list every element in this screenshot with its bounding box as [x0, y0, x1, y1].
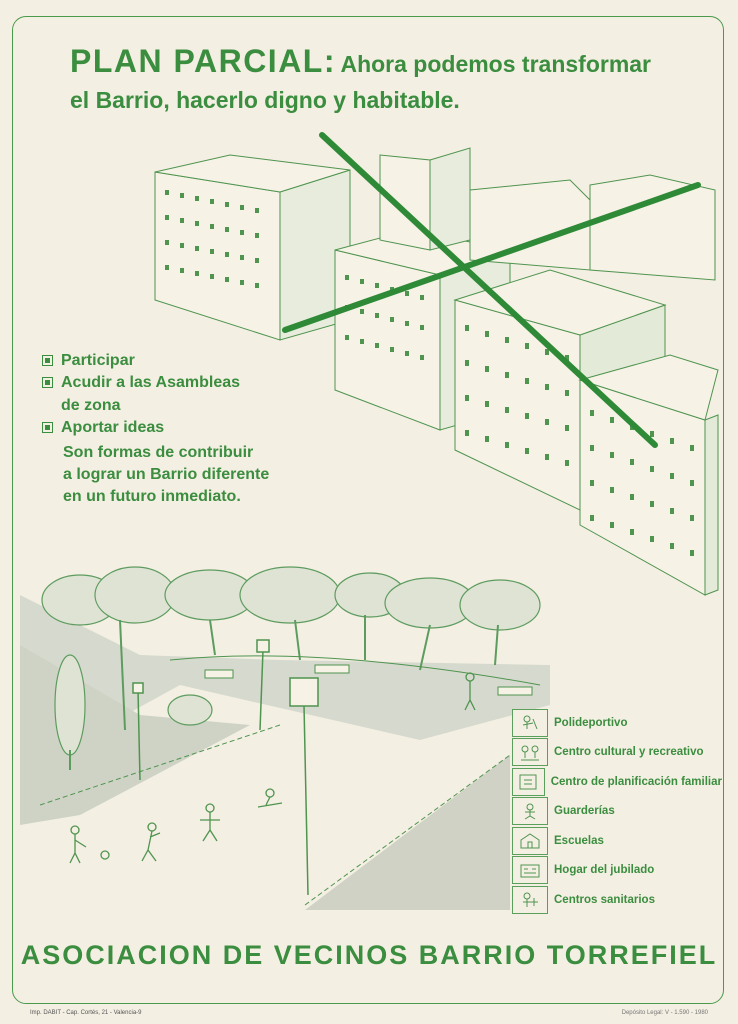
- bullet-square-icon: [42, 355, 53, 366]
- poster-title: PLAN PARCIAL: Ahora podemos transformar …: [70, 38, 710, 118]
- park-illustration: [20, 566, 550, 910]
- family-planning-icon: [512, 767, 545, 796]
- facility-row: Centros sanitarios: [512, 885, 722, 915]
- imprint-text: Imp. DABIT - Cap. Cortés, 21 - Valencia-…: [30, 1010, 142, 1016]
- title-line2: el Barrio, hacerlo digno y habitable.: [70, 87, 460, 114]
- closing-text: Son formas de contribuir a lograr un Bar…: [63, 443, 270, 506]
- facility-row: Escuelas: [512, 826, 722, 856]
- school-icon: [512, 826, 548, 855]
- association-name: ASOCIACION DE VECINOS BARRIO TORREFIEL: [20, 940, 718, 970]
- nursery-icon: [512, 797, 548, 826]
- facility-label: Guarderías: [554, 805, 615, 818]
- facility-row: Guarderías: [512, 797, 722, 827]
- poster-frame: [12, 16, 724, 1004]
- facility-row: Centro cultural y recreativo: [512, 738, 722, 768]
- health-center-icon: [512, 885, 548, 914]
- bullet-item: Participar: [42, 350, 302, 372]
- facility-label: Polideportivo: [554, 716, 628, 729]
- facility-label: Escuelas: [554, 834, 604, 847]
- facility-row: Polideportivo: [512, 708, 722, 738]
- legal-deposit-text: Depósito Legal: V - 1.590 - 1980: [621, 1010, 708, 1016]
- facility-label: Centro de planificación familiar: [550, 775, 722, 788]
- bullet-text: Participar: [61, 352, 135, 369]
- bullet-text: Acudir a las Asambleas de zona: [61, 374, 241, 414]
- sports-icon: [512, 708, 548, 737]
- cross-line-1: [319, 132, 658, 448]
- bullet-square-icon: [42, 377, 53, 389]
- facility-label: Centro cultural y recreativo: [554, 746, 704, 759]
- buildings-illustration: [154, 132, 719, 596]
- bullet-text: Aportar ideas: [61, 419, 165, 437]
- facility-label: Hogar del jubilado: [554, 864, 655, 877]
- title-rest: Ahora podemos transformar: [340, 51, 652, 77]
- facility-row: Centro de planificación familiar: [512, 767, 722, 797]
- bullet-item: Aportar ideas: [42, 417, 302, 439]
- bullet-square-icon: [42, 422, 53, 434]
- facility-row: Hogar del jubilado: [512, 856, 722, 886]
- bullet-item: Acudir a las Asambleas de zona: [42, 372, 302, 417]
- title-bold: PLAN PARCIAL:: [70, 43, 336, 79]
- facilities-list: Polideportivo Centro cultural y recreati…: [512, 708, 722, 915]
- culture-icon: [512, 738, 548, 767]
- retirement-home-icon: [512, 856, 548, 885]
- bullet-list: Participar Acudir a las Asambleas de zon…: [42, 350, 302, 509]
- facility-label: Centros sanitarios: [554, 893, 655, 906]
- cross-line-2: [282, 182, 701, 333]
